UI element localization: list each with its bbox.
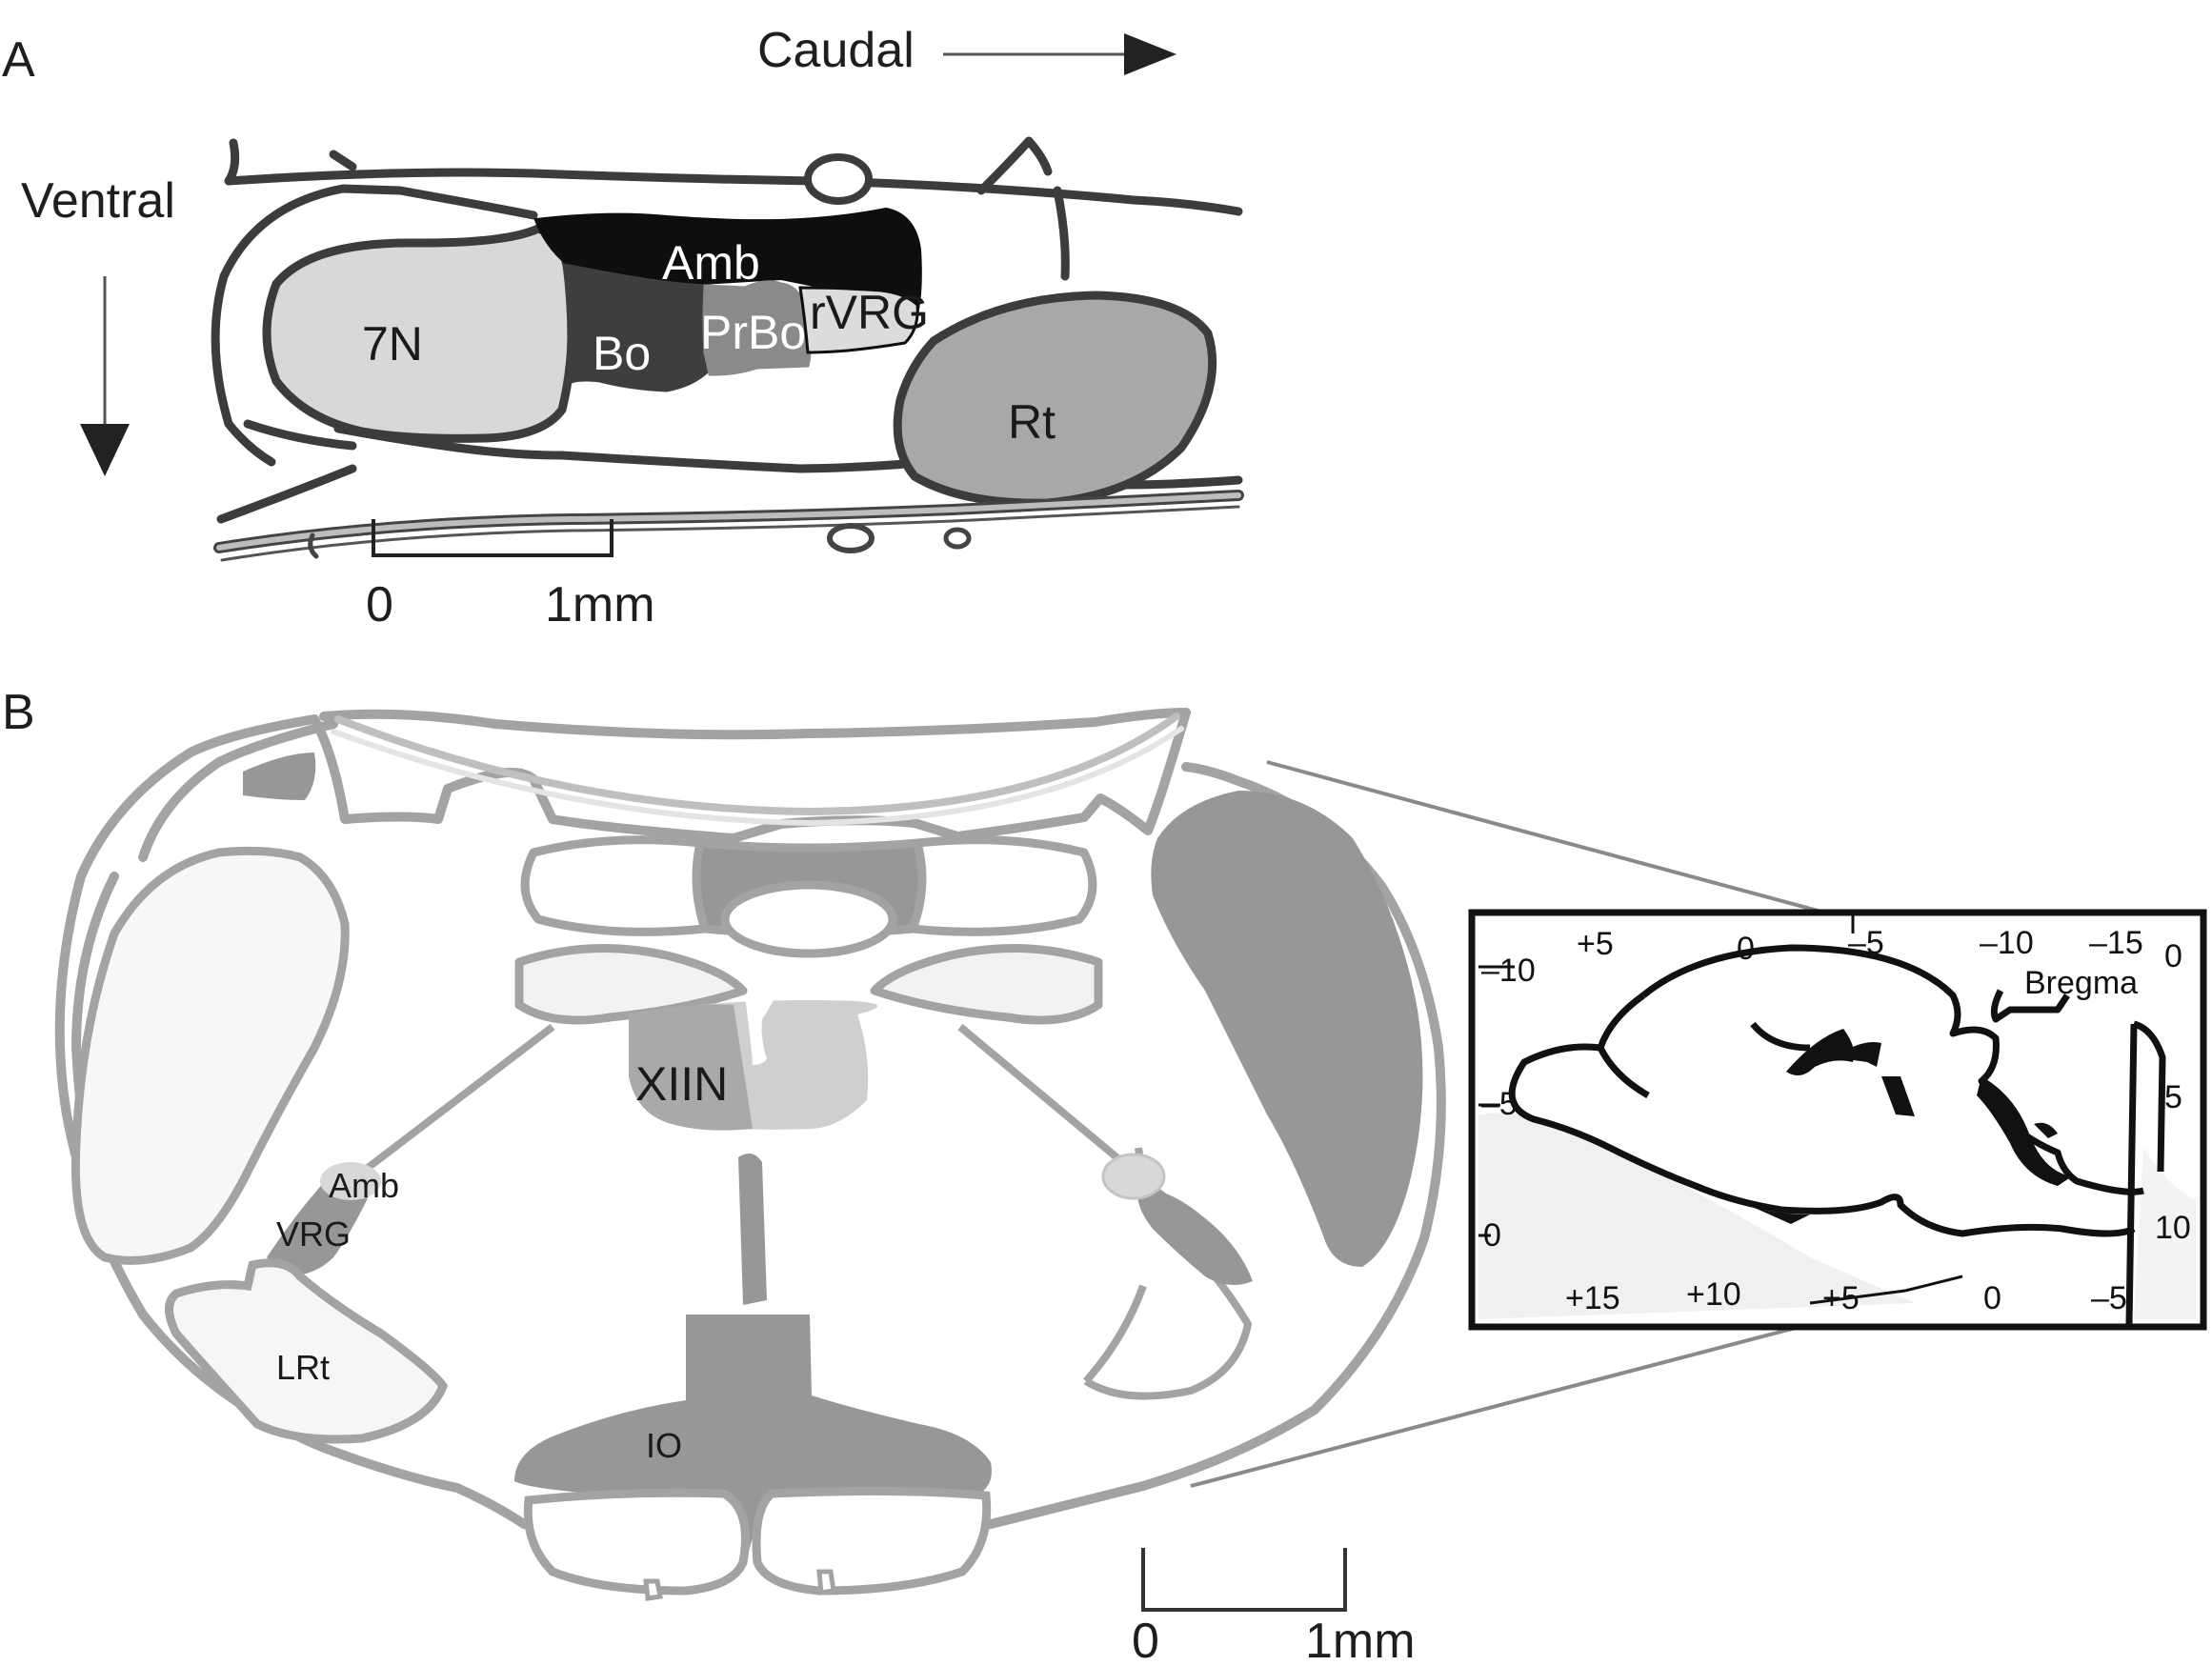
- region-rt-label: Rt: [1008, 395, 1056, 449]
- region-7n-label: 7N: [362, 317, 423, 371]
- region-sp5: [1151, 791, 1423, 1267]
- inset-bottom-tick-4: 0: [1983, 1280, 2001, 1316]
- region-bo-label: Bo: [593, 327, 651, 380]
- fourth-ventricle-edge: [331, 713, 1184, 827]
- inset-bottom-tick-3: +5: [1822, 1280, 1860, 1316]
- caudal-label: Caudal: [757, 23, 915, 78]
- region-vrg-label: VRG: [276, 1214, 351, 1254]
- region-xiin-label: XIIN: [635, 1057, 728, 1111]
- inset-left-tick-2: –5: [1481, 1086, 1518, 1122]
- inset-left-tick-1: –10: [1481, 953, 1536, 989]
- inset-top-tick-4: –10: [1980, 925, 2034, 961]
- region-bo: [562, 263, 712, 392]
- inset-bottom-tick-2: +10: [1686, 1276, 1741, 1313]
- scale-bar-a-end: 1mm: [545, 577, 655, 632]
- region-lrt-label: LRt: [276, 1348, 330, 1387]
- inset-right-tick-1: 0: [2164, 938, 2182, 974]
- scale-bar-a: [372, 519, 613, 557]
- region-prbo-label: PrBo: [700, 306, 806, 359]
- inset-axis-lines: [1478, 913, 1963, 1305]
- inset-brain-outline: [1508, 944, 2166, 1325]
- inset-top-tick-2: 0: [1737, 931, 1755, 967]
- inset-top-tick-5: –15: [2089, 925, 2143, 961]
- panel-a-membrane: [213, 490, 1244, 562]
- inset-bregma-label: Bregma: [2024, 965, 2138, 1001]
- region-io: [514, 1315, 992, 1572]
- region-rt: [893, 291, 1217, 508]
- inset-top-tick-1: +5: [1577, 926, 1614, 962]
- central-canal: [745, 980, 781, 1065]
- region-io-label: IO: [646, 1426, 682, 1465]
- region-left-lateral: [70, 846, 350, 1265]
- region-amb-right: [1101, 1153, 1166, 1200]
- inset-left-tick-3: 0: [1483, 1217, 1501, 1254]
- region-pyramids: [523, 1486, 992, 1596]
- region-area-postrema: [514, 835, 1103, 1025]
- region-amb-b-label: Amb: [329, 1166, 399, 1205]
- ventral-vessels: [643, 1569, 836, 1601]
- caudal-arrow-icon: [943, 33, 1176, 75]
- vessel-circle: [804, 153, 873, 205]
- region-rvrg-label: rVRG: [810, 286, 929, 339]
- region-7n: [262, 224, 576, 443]
- panel-a: A Caudal Ventral 7N: [2, 23, 1244, 632]
- panel-b: B: [2, 685, 2207, 1666]
- panel-a-letter: A: [2, 32, 35, 88]
- region-vrg-right: [1137, 1186, 1253, 1285]
- inset-top-tick-3: –5: [1848, 925, 1884, 961]
- inset-brain-structures: [1748, 1029, 2072, 1224]
- ventral-label: Ventral: [21, 173, 175, 229]
- inset-bottom-tick-1: +15: [1565, 1280, 1620, 1316]
- region-lrt: [165, 1258, 449, 1444]
- region-rvrg: [798, 286, 919, 354]
- inset-bottom-tick-5: –5: [2091, 1280, 2127, 1316]
- region-dorsal-left: [243, 753, 316, 800]
- region-xiin-left: [629, 1004, 753, 1131]
- panel-b-letter: B: [2, 685, 35, 740]
- scale-bar-b-start: 0: [1132, 1614, 1159, 1666]
- scale-bar-a-start: 0: [366, 577, 393, 632]
- scale-bar-b-end: 1mm: [1305, 1614, 1416, 1666]
- ventral-arrow-icon: [80, 276, 130, 476]
- inset-right-tick-2: 5: [2164, 1079, 2182, 1115]
- midline-raphe: [738, 1154, 767, 1305]
- region-amb-b: [320, 1162, 381, 1200]
- scale-bar-b: [1141, 1548, 1347, 1612]
- bregma-inset: +5 0 –5 –10 –15 +15 +10 +5 0 –5 –10 –5 0…: [1468, 909, 2207, 1331]
- region-amb-label: Amb: [662, 236, 760, 290]
- inset-right-tick-3: 10: [2155, 1210, 2191, 1246]
